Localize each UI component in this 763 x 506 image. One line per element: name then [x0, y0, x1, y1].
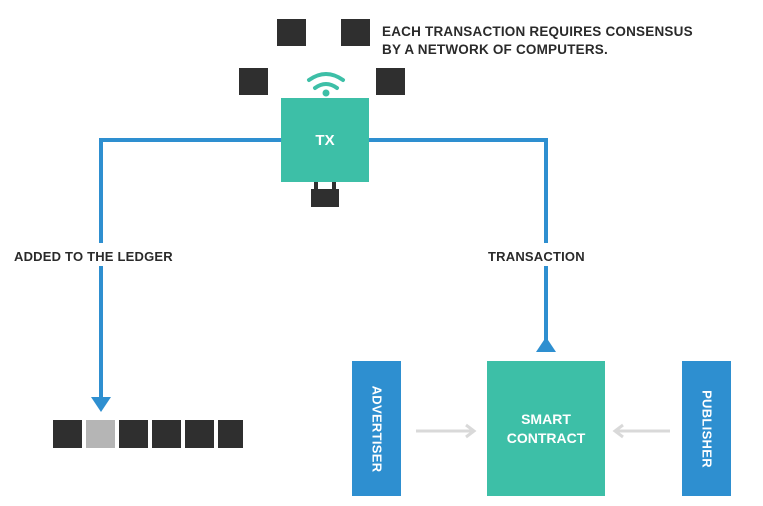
advertiser-arrow — [416, 423, 477, 439]
connector-lines — [99, 138, 548, 400]
publisher-node: PUBLISHER — [682, 361, 731, 496]
transaction-edge-label: TRANSACTION — [488, 249, 585, 264]
network-computer — [239, 68, 268, 95]
publisher-arrow — [612, 423, 670, 439]
tx-label: TX — [315, 131, 335, 149]
advertiser-node: ADVERTISER — [352, 361, 401, 496]
network-computer — [376, 68, 405, 95]
smart-contract-node: SMART CONTRACT — [487, 361, 605, 496]
network-computer — [277, 19, 306, 46]
wifi-icon — [307, 72, 345, 97]
network-computer — [341, 19, 370, 46]
ledger-block — [119, 420, 148, 448]
publisher-label: PUBLISHER — [699, 389, 714, 468]
ledger-chain — [53, 420, 243, 448]
smart-contract-line-1: SMART — [521, 410, 571, 427]
ledger-edge-label: ADDED TO THE LEDGER — [14, 249, 173, 264]
arrowhead-down — [91, 397, 111, 412]
smart-contract-line-2: CONTRACT — [506, 429, 586, 446]
advertiser-label: ADVERTISER — [369, 385, 384, 472]
caption-line-1: EACH TRANSACTION REQUIRES CONSENSUS — [382, 24, 693, 39]
ledger-block — [152, 420, 181, 448]
ledger-block-new — [86, 420, 115, 448]
arrowhead-up — [536, 337, 556, 352]
ledger-block — [218, 420, 243, 448]
consensus-caption: EACH TRANSACTION REQUIRES CONSENSUS BY A… — [382, 23, 693, 59]
ledger-block — [185, 420, 214, 448]
tx-node: TX — [281, 98, 369, 182]
ledger-block — [53, 420, 82, 448]
caption-line-2: BY A NETWORK OF COMPUTERS. — [382, 42, 608, 57]
